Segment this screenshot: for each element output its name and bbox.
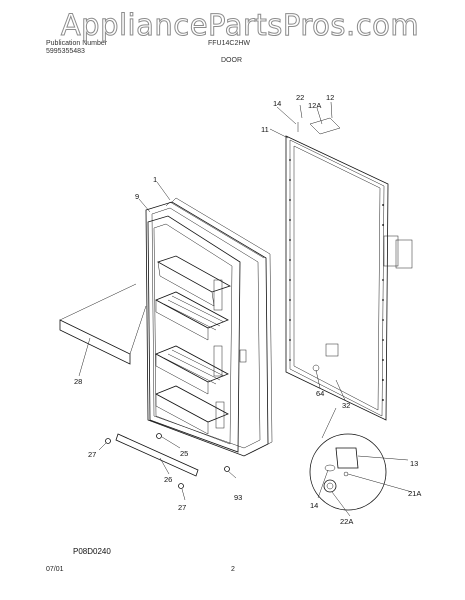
callout-64: 64 [316, 389, 324, 398]
callout-93: 93 [234, 493, 242, 502]
callout-14-top: 14 [273, 99, 281, 108]
callout-11: 11 [261, 125, 269, 134]
callout-27-bottom: 27 [178, 503, 186, 512]
callout-12a: 12A [308, 101, 321, 110]
callout-22-top: 22 [296, 93, 304, 102]
door-panel-drawing [285, 117, 413, 421]
callout-26: 26 [164, 475, 172, 484]
callout-21a: 21A [408, 489, 421, 498]
callout-9: 9 [135, 192, 139, 201]
gasket-dots [289, 159, 384, 401]
screws [105, 433, 230, 489]
publication-number: 5995355483 [46, 48, 85, 55]
door-liner-drawing [145, 197, 273, 457]
callout-13: 13 [410, 459, 418, 468]
diagram-code: P08D0240 [73, 547, 111, 556]
callout-labels: 22 14 12A 12 11 1 9 28 64 32 27 25 26 13… [74, 93, 421, 526]
leader-lines [78, 101, 413, 517]
callout-32: 32 [342, 401, 350, 410]
callout-22a: 22A [340, 517, 353, 526]
callout-14-bottom: 14 [310, 501, 318, 510]
hinge-detail [309, 407, 387, 511]
publication-label: Publication Number [46, 40, 108, 47]
callout-28: 28 [74, 377, 82, 386]
callout-1: 1 [153, 175, 157, 184]
callout-12: 12 [326, 93, 334, 102]
footer-page: 2 [231, 566, 235, 573]
callout-25: 25 [180, 449, 188, 458]
callout-27-left: 27 [88, 450, 96, 459]
model-number: FFU14C2HW [208, 40, 251, 47]
shelf-rail-28 [59, 283, 147, 365]
bottom-trim-26 [115, 433, 199, 477]
watermark-logo: AppliancePartsPros.com [60, 8, 420, 43]
section-title: DOOR [221, 57, 242, 64]
footer-date: 07/01 [46, 566, 64, 573]
